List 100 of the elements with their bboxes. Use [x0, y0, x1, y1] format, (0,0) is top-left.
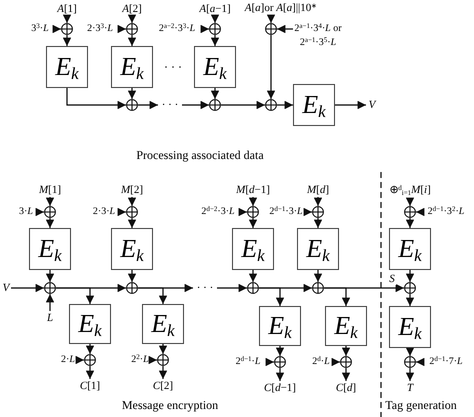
arrow	[11, 284, 44, 292]
xor-symbol	[404, 282, 416, 294]
cipher-block-box: E$_{k}$	[389, 228, 431, 270]
xor-symbol	[404, 206, 416, 218]
xor-symbol	[247, 206, 259, 218]
arrow	[128, 14, 136, 23]
arrow	[62, 35, 72, 46]
arrow	[221, 100, 265, 110]
arrow	[128, 88, 136, 99]
arrow	[259, 287, 284, 306]
mask-label: 2$^{a−2}$·3$^{3}$·L	[149, 22, 205, 36]
arrow	[86, 366, 94, 379]
input-label: A[1]	[52, 2, 82, 16]
cipher-block-box: E$_{k}$	[325, 306, 367, 346]
output-label: C[2]	[149, 379, 177, 393]
input-label: A[2]	[117, 2, 147, 16]
arrow	[46, 270, 54, 282]
arrow	[128, 35, 136, 46]
arrow	[217, 284, 247, 292]
cipher-block-box: E$_{k}$	[389, 306, 431, 348]
xor-symbol	[340, 356, 352, 368]
arrow	[138, 100, 158, 110]
ellipsis: · · ·	[158, 99, 182, 111]
ellipsis: · · ·	[163, 60, 183, 74]
section-caption: Processing associated data	[135, 148, 265, 162]
mask-label: 3$^{3}$·L	[23, 22, 57, 36]
arrow	[210, 35, 220, 46]
arrow	[36, 208, 44, 216]
output-label: T	[404, 381, 416, 395]
cipher-block-box: E$_{k}$	[142, 304, 184, 344]
arrow	[266, 14, 276, 23]
xor-symbol	[312, 282, 324, 294]
mask-label: 2·3$^{3}$·L	[78, 22, 122, 36]
arrow	[276, 368, 284, 381]
input-label: M[1]	[35, 183, 65, 197]
xor-symbol	[126, 23, 138, 35]
xor-symbol	[44, 206, 56, 218]
mask-label: 2$^{d}$·L	[307, 355, 335, 369]
cipher-block-box: E$_{k}$	[194, 46, 236, 88]
arrow	[52, 24, 61, 34]
mask-label: 3·L	[13, 205, 39, 219]
arrow	[304, 208, 312, 216]
arrow	[324, 287, 350, 306]
arrow	[66, 88, 126, 110]
arrow	[118, 208, 126, 216]
input-label: ⊕$^{d}$$_{i=1}$M[i]	[380, 181, 440, 199]
input-label: V	[1, 281, 11, 295]
arrow	[406, 294, 414, 306]
arrow	[76, 356, 84, 364]
arrow	[56, 287, 94, 304]
xor-symbol	[126, 99, 138, 111]
arrow	[128, 218, 136, 228]
edge-label: S	[388, 273, 396, 285]
arrow	[248, 218, 258, 228]
arrow	[200, 24, 209, 34]
arrow	[342, 346, 350, 356]
xor-symbol	[312, 206, 324, 218]
arrow	[266, 35, 276, 99]
arrow	[416, 208, 424, 216]
xor-symbol	[61, 23, 73, 35]
arrow	[248, 270, 258, 282]
xor-symbol	[126, 206, 138, 218]
arrow	[416, 358, 424, 366]
xor-symbol	[209, 23, 221, 35]
arrow	[148, 356, 157, 364]
arrow	[276, 346, 284, 356]
arrow	[335, 100, 366, 110]
arrow	[332, 358, 340, 366]
output-label: C[1]	[76, 379, 104, 393]
xor-symbol	[265, 99, 277, 111]
arrow	[138, 287, 168, 304]
mask-label: 2$^{a−1}$·3$^{4}$·L or 2$^{a−1}$·3$^{5}$·L	[293, 15, 343, 57]
xor-symbol	[157, 354, 169, 366]
ellipsis: · · ·	[193, 282, 217, 294]
arrow	[238, 208, 247, 216]
arrow	[314, 218, 322, 228]
arrow	[342, 368, 350, 381]
arrow	[86, 344, 94, 354]
arrow	[46, 197, 54, 206]
xor-symbol	[84, 354, 96, 366]
mask-label: 2·L	[57, 353, 79, 367]
mask-label: 2$^{d−1}$·7·L	[420, 355, 472, 369]
arrow	[158, 344, 168, 354]
arrow	[118, 24, 126, 34]
mask-label: 2$^{d−2}$·3·L	[192, 205, 244, 219]
arrow	[210, 88, 220, 99]
input-label: M[2]	[117, 183, 147, 197]
arrow	[182, 100, 209, 110]
mask-label: 2$^{2}$·L	[127, 353, 153, 367]
arrow	[277, 100, 293, 110]
input-label: A[a]or A[a]||10$^{∗}$	[237, 1, 325, 15]
input-label: A[a−1]	[197, 2, 233, 16]
arrow	[266, 358, 274, 366]
arrow	[314, 197, 322, 206]
cipher-block-box: E$_{k}$	[46, 46, 88, 88]
xor-symbol	[274, 356, 286, 368]
input-label: L	[45, 311, 55, 325]
arrow	[406, 198, 414, 206]
arrow	[46, 218, 54, 228]
arrow	[277, 24, 293, 34]
